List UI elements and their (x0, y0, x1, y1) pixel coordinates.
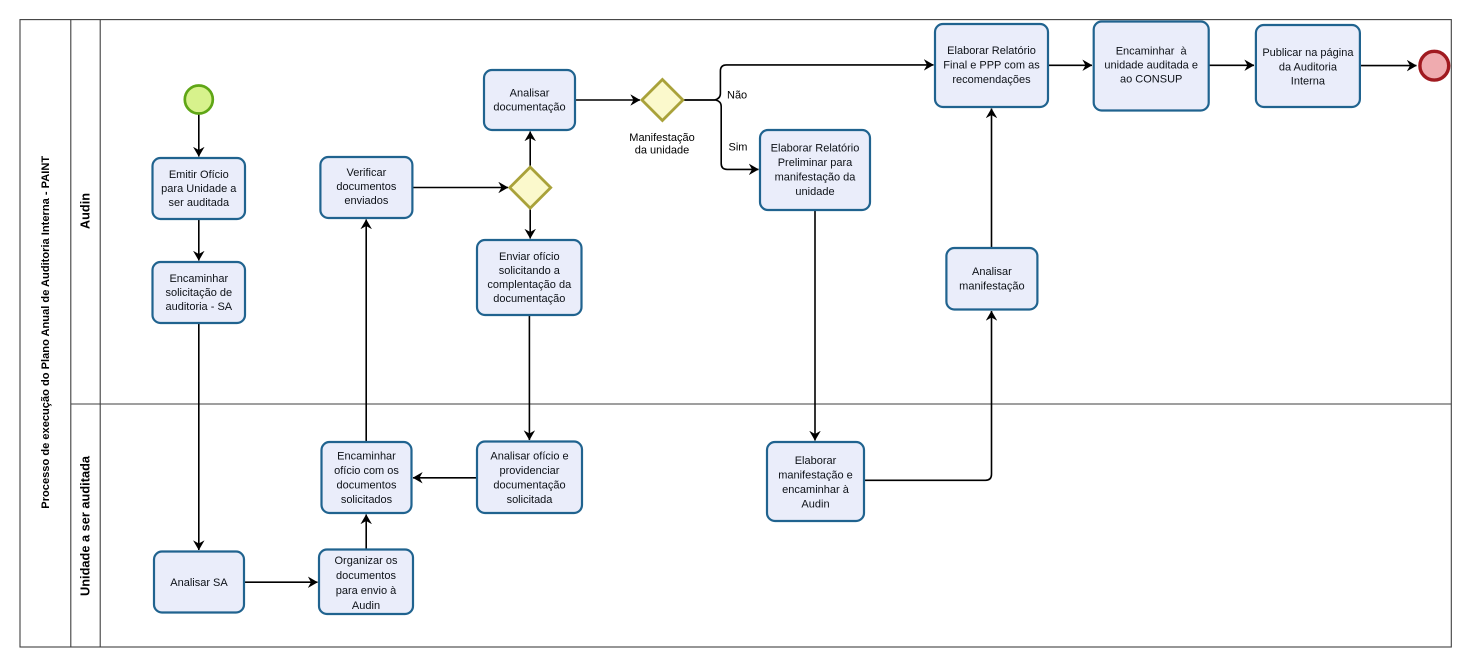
svg-text:documentação: documentação (493, 102, 565, 114)
svg-text:Verificar: Verificar (347, 167, 387, 179)
svg-text:Elaborar: Elaborar (795, 455, 837, 467)
svg-text:providenciar: providenciar (500, 465, 560, 477)
svg-text:para Unidade a: para Unidade a (161, 183, 237, 195)
svg-text:manifestação: manifestação (959, 281, 1024, 293)
svg-text:Sim: Sim (729, 142, 748, 154)
svg-text:Analisar SA: Analisar SA (170, 577, 228, 589)
svg-text:Audin: Audin (352, 600, 380, 612)
svg-text:solicitando a: solicitando a (499, 265, 561, 277)
svg-text:Interna: Interna (1291, 76, 1326, 88)
svg-text:da Auditoria: da Auditoria (1279, 62, 1338, 74)
svg-text:Unidade a ser auditada: Unidade a ser auditada (78, 455, 93, 596)
svg-text:Organizar os: Organizar os (335, 555, 398, 567)
svg-text:documentos: documentos (337, 480, 397, 492)
svg-text:Final e PPP com as: Final e PPP com as (943, 60, 1040, 72)
svg-text:Manifestação: Manifestação (629, 132, 694, 144)
svg-text:Analisar ofício e: Analisar ofício e (490, 451, 568, 463)
svg-text:Emitir Ofício: Emitir Ofício (169, 169, 229, 181)
svg-text:ofício com os: ofício com os (334, 465, 399, 477)
svg-text:Elaborar Relatório: Elaborar Relatório (947, 45, 1036, 57)
svg-text:Encaminhar à: Encaminhar à (1116, 46, 1188, 58)
svg-text:auditoria - SA: auditoria - SA (165, 301, 232, 313)
svg-text:enviados: enviados (344, 195, 389, 207)
svg-text:complentação da: complentação da (487, 279, 572, 291)
svg-text:Preliminar para: Preliminar para (778, 157, 853, 169)
svg-text:documentos: documentos (336, 181, 396, 193)
svg-text:ser auditada: ser auditada (169, 197, 230, 209)
svg-text:solicitação de: solicitação de (165, 287, 232, 299)
svg-text:manifestação e: manifestação e (778, 470, 853, 482)
svg-text:manifestação da: manifestação da (775, 172, 857, 184)
svg-text:Analisar: Analisar (510, 88, 550, 100)
svg-text:encaminhar à: encaminhar à (782, 484, 850, 496)
svg-text:unidade: unidade (795, 186, 834, 198)
svg-text:Publicar na página: Publicar na página (1262, 47, 1354, 59)
svg-text:Analisar: Analisar (972, 266, 1012, 278)
svg-text:Não: Não (727, 90, 747, 102)
svg-text:Audin: Audin (78, 193, 93, 229)
svg-text:solicitada: solicitada (507, 494, 554, 506)
svg-text:documentação: documentação (493, 293, 565, 305)
svg-text:ao CONSUP: ao CONSUP (1120, 74, 1182, 86)
svg-text:da unidade: da unidade (635, 145, 689, 157)
svg-text:solicitados: solicitados (341, 494, 393, 506)
svg-text:Audin: Audin (801, 499, 829, 511)
svg-text:Encaminhar: Encaminhar (337, 451, 396, 463)
svg-text:Enviar ofício: Enviar ofício (499, 251, 560, 263)
svg-text:Encaminhar: Encaminhar (169, 273, 228, 285)
svg-text:unidade auditada e: unidade auditada e (1104, 60, 1198, 72)
svg-text:documentação: documentação (493, 480, 565, 492)
svg-text:para envio à: para envio à (336, 585, 397, 597)
svg-text:Processo de execução do Plano: Processo de execução do Plano Anual de A… (40, 156, 52, 509)
svg-text:Elaborar Relatório: Elaborar Relatório (771, 143, 860, 155)
svg-text:recomendações: recomendações (952, 74, 1031, 86)
svg-text:documentos: documentos (336, 570, 396, 582)
